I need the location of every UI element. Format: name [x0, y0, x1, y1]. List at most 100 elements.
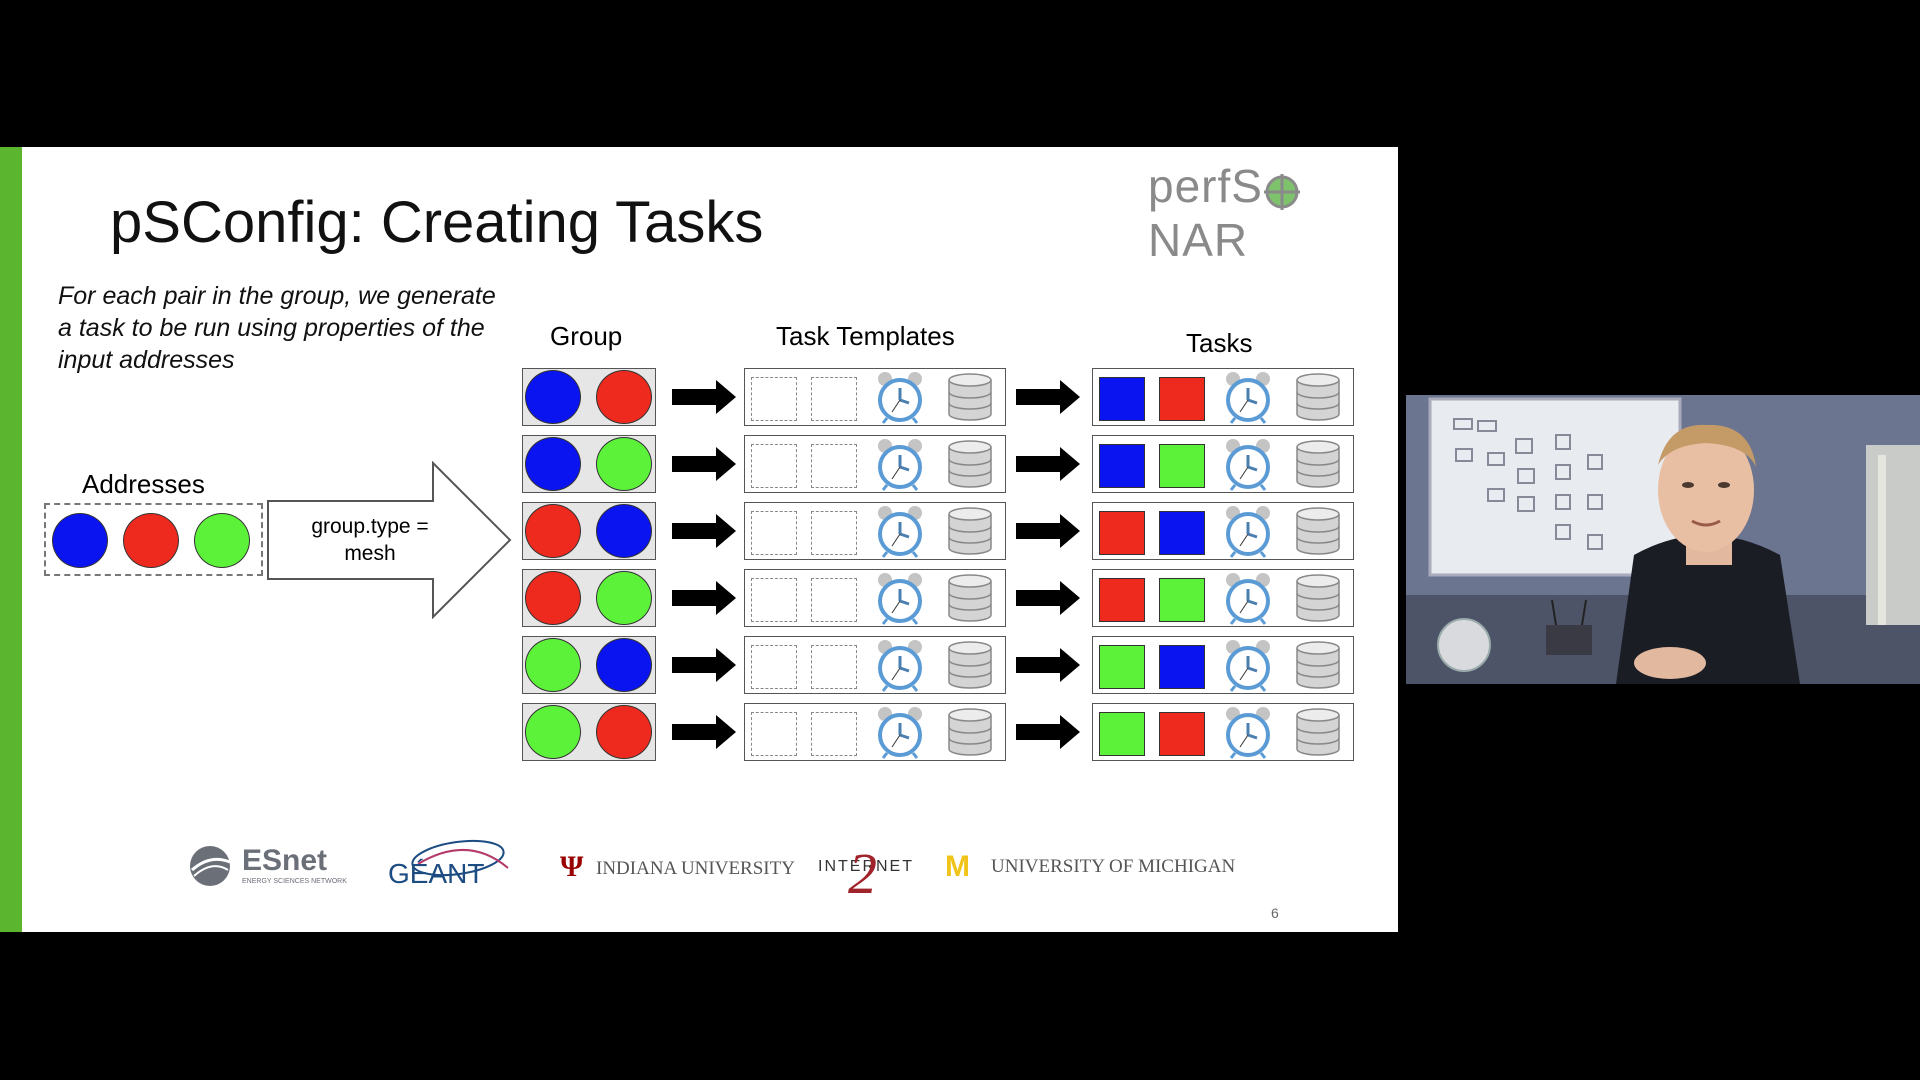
placeholder-square — [751, 712, 797, 756]
alarm-clock-icon — [1223, 571, 1273, 630]
placeholder-square — [751, 511, 797, 555]
address-red-square — [1099, 511, 1145, 555]
address-green-square — [1099, 645, 1145, 689]
alarm-clock-icon — [1223, 504, 1273, 563]
address-red-square — [1099, 578, 1145, 622]
task-template-panel — [744, 636, 1006, 694]
iu-trident-icon: Ψ — [560, 850, 584, 883]
group-pair-panel — [522, 636, 656, 694]
geant-name: GÉANT — [388, 858, 485, 889]
database-icon — [1295, 372, 1341, 427]
internet2-logo: INTERNET 2 — [818, 841, 918, 910]
address-blue-circle — [52, 513, 108, 568]
address-blue-circle — [596, 638, 652, 692]
presentation-slide: perfS NAR pSConfig: Creating Tasks For e… — [0, 147, 1398, 932]
right-arrow-icon — [672, 648, 736, 687]
address-blue-circle — [596, 504, 652, 558]
intro-text: For each pair in the group, we generate … — [58, 282, 496, 374]
address-red-circle — [123, 513, 179, 568]
alarm-clock-icon — [875, 504, 925, 563]
address-green-circle — [525, 705, 581, 759]
right-arrow-icon — [1016, 514, 1080, 553]
alarm-clock-icon — [875, 638, 925, 697]
address-green-circle — [596, 437, 652, 491]
alarm-clock-icon — [875, 437, 925, 496]
database-icon — [1295, 439, 1341, 494]
task-template-panel — [744, 502, 1006, 560]
alarm-clock-icon — [1223, 437, 1273, 496]
right-arrow-icon — [672, 447, 736, 486]
right-arrow-icon — [672, 380, 736, 419]
alarm-clock-icon — [1223, 638, 1273, 697]
address-blue-circle — [525, 370, 581, 424]
michigan-name: UNIVERSITY OF MICHIGAN — [991, 856, 1236, 877]
right-arrow-icon — [1016, 581, 1080, 620]
internet2-mark: 2 — [848, 841, 877, 906]
group-label: Group — [550, 321, 623, 351]
database-icon — [947, 573, 993, 628]
address-red-circle — [596, 705, 652, 759]
address-blue-square — [1099, 377, 1145, 421]
task-panel — [1092, 636, 1354, 694]
globe-icon — [190, 846, 231, 886]
task-panel — [1092, 502, 1354, 560]
database-icon — [947, 372, 993, 427]
placeholder-square — [811, 511, 857, 555]
database-icon — [1295, 707, 1341, 762]
right-arrow-icon — [1016, 447, 1080, 486]
page-number: 6 — [1271, 905, 1279, 921]
placeholder-square — [811, 645, 857, 689]
group-pair-panel — [522, 569, 656, 627]
templates-label: Task Templates — [776, 321, 955, 351]
esnet-subtitle: ENERGY SCIENCES NETWORK — [242, 878, 347, 885]
placeholder-square — [811, 377, 857, 421]
placeholder-square — [811, 712, 857, 756]
address-red-square — [1159, 377, 1205, 421]
right-arrow-icon — [672, 715, 736, 754]
alarm-clock-icon — [875, 705, 925, 764]
address-green-square — [1159, 578, 1205, 622]
address-red-square — [1159, 712, 1205, 756]
geant-swoosh-icon — [411, 839, 509, 877]
task-panel — [1092, 368, 1354, 426]
right-arrow-icon — [1016, 715, 1080, 754]
right-arrow-icon — [672, 514, 736, 553]
database-icon — [947, 707, 993, 762]
alarm-clock-icon — [1223, 705, 1273, 764]
address-green-square — [1159, 444, 1205, 488]
task-panel — [1092, 435, 1354, 493]
indiana-name: INDIANA UNIVERSITY — [596, 858, 795, 879]
tasks-label: Tasks — [1186, 328, 1253, 358]
address-green-square — [1099, 712, 1145, 756]
address-red-circle — [525, 571, 581, 625]
task-template-panel — [744, 703, 1006, 761]
block-m-icon: M — [945, 850, 970, 883]
address-red-circle — [596, 370, 652, 424]
internet2-name: INTERNET — [818, 858, 914, 875]
database-icon — [947, 640, 993, 695]
addresses-label: Addresses — [82, 469, 205, 499]
database-icon — [1295, 506, 1341, 561]
placeholder-square — [751, 578, 797, 622]
address-green-circle — [596, 571, 652, 625]
group-type-line1: group.type = — [311, 515, 429, 538]
placeholder-square — [751, 645, 797, 689]
database-icon — [1295, 640, 1341, 695]
address-blue-square — [1159, 511, 1205, 555]
task-template-panel — [744, 435, 1006, 493]
group-type-text: group.type = mesh — [276, 513, 464, 567]
placeholder-square — [811, 444, 857, 488]
webcam-frame — [1406, 395, 1920, 684]
right-arrow-icon — [1016, 648, 1080, 687]
address-red-circle — [525, 504, 581, 558]
alarm-clock-icon — [875, 571, 925, 630]
group-pair-panel — [522, 435, 656, 493]
right-arrow-icon — [672, 581, 736, 620]
address-green-circle — [525, 638, 581, 692]
database-icon — [947, 439, 993, 494]
slide-title: pSConfig: Creating Tasks — [110, 190, 764, 255]
placeholder-square — [751, 444, 797, 488]
geant-logo: GÉANT — [388, 839, 516, 904]
address-blue-square — [1099, 444, 1145, 488]
crosshair-icon — [1263, 167, 1300, 210]
